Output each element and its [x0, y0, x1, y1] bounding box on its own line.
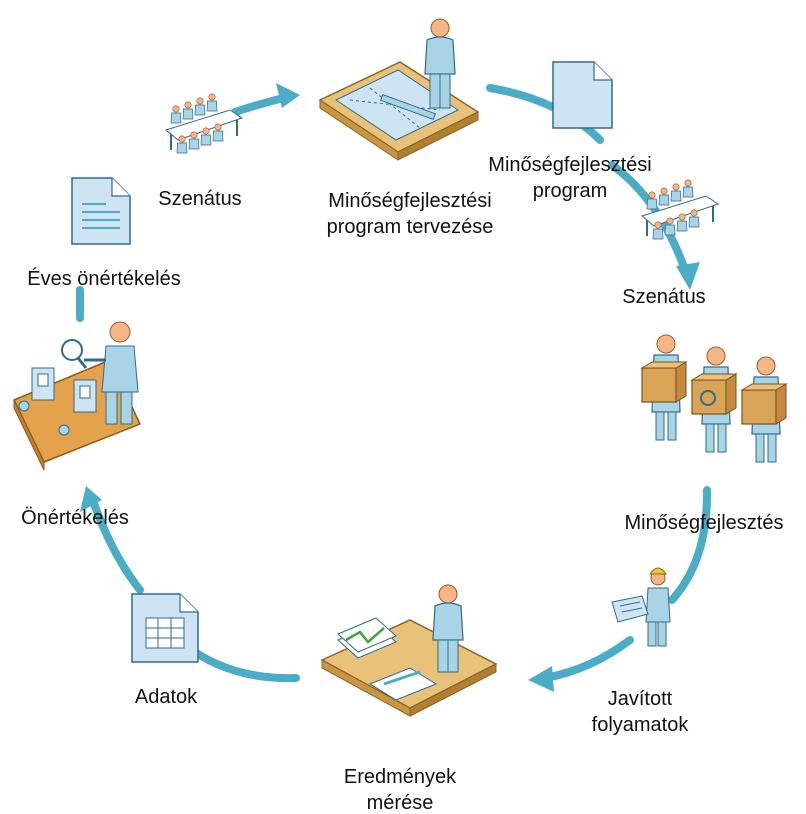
measurement-label-line-2: mérése [366, 792, 434, 814]
planning-label-line-1: Minőségfejlesztési [328, 190, 492, 212]
meeting-table-icon [166, 94, 242, 153]
node-label-planning: Minőségfejlesztési program tervezése [300, 188, 520, 240]
inspector-at-conveyor-icon [12, 321, 142, 471]
workers-carrying-boxes-icon [641, 334, 787, 463]
planning-label-line-2: program tervezése [326, 216, 494, 238]
cycle-arrows [76, 84, 712, 683]
person-at-drafting-desk-icon [318, 18, 480, 161]
node-label-annual-self-assessment: Éves önértékelés [27, 268, 181, 290]
spreadsheet-document-icon [131, 593, 199, 663]
arrow-development-to-improved [668, 486, 712, 604]
text-document-icon [71, 177, 131, 245]
measurement-label-line-1: Eredmények [343, 766, 457, 788]
arrow-improved-to-measurement [541, 636, 634, 682]
arrow-data-to-selfassessment [88, 494, 144, 594]
arrowhead-selfassessment [80, 486, 102, 512]
engineer-with-blueprint-icon [611, 567, 671, 647]
node-label-self-assessment: Önértékelés [21, 507, 129, 529]
node-label-development: Minőségfejlesztés [624, 512, 784, 534]
node-label-senate-right: Szenátus [622, 286, 706, 308]
arrowhead-senate-right [676, 262, 700, 290]
arrowhead-planning [276, 83, 300, 108]
node-label-improved: Javított folyamatok [570, 686, 710, 738]
node-label-data: Adatok [134, 686, 198, 708]
document-icon [552, 61, 613, 129]
improved-label-line-1: Javított [607, 688, 673, 710]
node-label-measurement: Eredmények mérése [320, 764, 480, 814]
person-with-charts-icon [320, 584, 498, 717]
arrowheads [80, 83, 700, 692]
program-label-line-1: Minőségfejlesztési [488, 154, 652, 176]
node-label-program: Minőségfejlesztési program [470, 152, 670, 204]
node-label-senate-left: Szenátus [158, 188, 242, 210]
program-label-line-2: program [532, 180, 608, 202]
improved-label-line-2: folyamatok [591, 714, 689, 736]
arrowhead-measurement [528, 666, 554, 692]
arrow-measurement-to-data [181, 641, 300, 683]
